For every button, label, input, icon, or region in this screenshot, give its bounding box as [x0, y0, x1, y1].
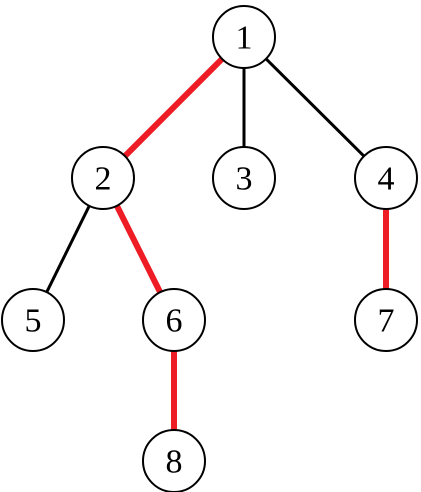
node-label-8: 8: [166, 444, 183, 481]
nodes-layer: 1 2 3 4 5 6 7 8: [1, 5, 418, 492]
node-label-2: 2: [95, 161, 112, 198]
node-label-4: 4: [378, 161, 395, 198]
node-label-6: 6: [166, 303, 183, 340]
node-label-3: 3: [236, 161, 253, 198]
edge-1-4: [264, 57, 366, 158]
tree-node-1: 1: [212, 5, 276, 69]
tree-node-8: 8: [142, 429, 206, 492]
node-circle-2: [71, 146, 135, 210]
node-circle-6: [142, 288, 206, 352]
tree-node-4: 4: [354, 146, 418, 210]
node-circle-8: [142, 429, 206, 492]
tree-node-5: 5: [1, 288, 65, 352]
node-label-5: 5: [25, 303, 42, 340]
node-label-7: 7: [378, 303, 395, 340]
node-label-1: 1: [236, 20, 253, 57]
edges-layer: [45, 56, 389, 430]
tree-node-7: 7: [354, 288, 418, 352]
node-circle-3: [212, 146, 276, 210]
node-circle-7: [354, 288, 418, 352]
node-circle-1: [212, 5, 276, 69]
node-circle-4: [354, 146, 418, 210]
tree-node-3: 3: [212, 146, 276, 210]
edge-2-5: [45, 205, 91, 293]
edge-1-2-highlighted: [122, 56, 225, 159]
node-circle-5: [1, 288, 65, 352]
edge-2-6-highlighted: [114, 204, 163, 294]
tree-node-6: 6: [142, 288, 206, 352]
tree-node-2: 2: [71, 146, 135, 210]
